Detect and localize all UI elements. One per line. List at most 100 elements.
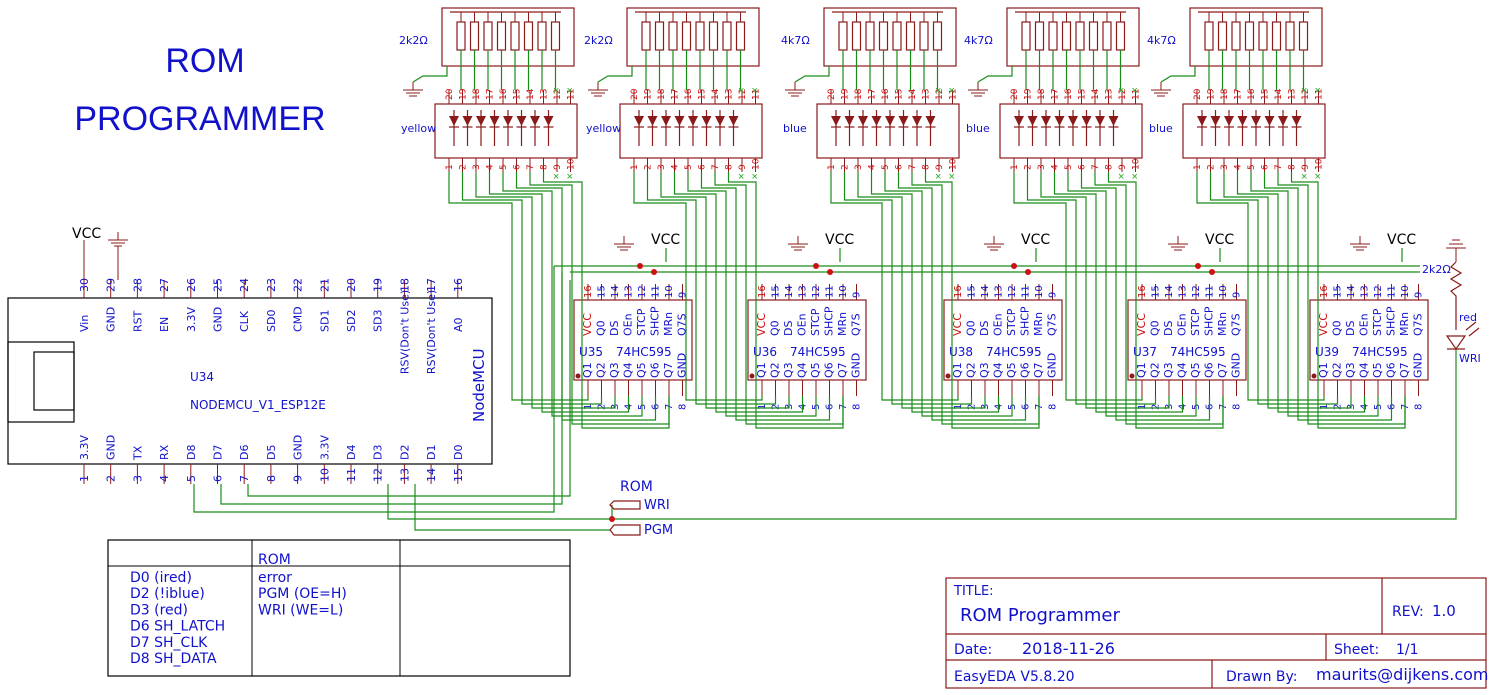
- led-pin-top: 14: [1274, 88, 1284, 100]
- ic-body: [943, 299, 1063, 381]
- led-pin-bottom: 3: [854, 164, 864, 170]
- led-bar: [816, 103, 960, 159]
- led-modules: 2k2Ωyellow201192183174165156147138129××1…: [399, 7, 1326, 183]
- ic-pin-name: DS: [1344, 321, 1357, 336]
- led-pin-bottom: 1: [1010, 164, 1020, 170]
- led-pin-bottom: 10: [1315, 158, 1325, 170]
- pgm-port: [609, 524, 641, 536]
- led-pin-bottom: 9: [553, 164, 563, 170]
- led-pin-top: 11: [1315, 89, 1325, 100]
- resistor-pack: [441, 7, 575, 67]
- ic-pin-name: Q0: [769, 320, 782, 336]
- resistor: [695, 21, 705, 51]
- led-pin-top: 12: [553, 89, 563, 100]
- ic-pin-name: STCP: [1005, 308, 1018, 336]
- ic-pin-name: Q7: [1216, 362, 1229, 378]
- led-color: yellow: [586, 122, 621, 135]
- ic-pin-name: Q1: [951, 362, 964, 378]
- ic-pin-name: Q5: [1371, 362, 1384, 378]
- mcu-pin-name: 3.3V: [185, 307, 198, 332]
- mcu-pin-name: D1: [425, 445, 438, 460]
- led-pin-bottom: 6: [895, 164, 905, 170]
- ic-pin-number: 16: [1137, 285, 1148, 298]
- ic-pin-number: 1: [757, 404, 768, 410]
- led-pin-top: 15: [1078, 89, 1088, 100]
- mcu-pin-number: 12: [372, 468, 385, 482]
- rev-value: 1.0: [1432, 602, 1456, 620]
- led-pin-top: 12: [738, 89, 748, 100]
- ic-pin-number: 1: [1319, 404, 1330, 410]
- led-module: 2k2Ωyellow201192183174165156147138129××1…: [584, 7, 763, 183]
- ic-pin-number: 14: [610, 285, 621, 298]
- mcu-pin-name: Vin: [78, 315, 91, 332]
- heading-line1: ROM: [165, 42, 244, 80]
- no-connect-mark: ×: [1118, 85, 1124, 97]
- led-pin-bottom: 6: [698, 164, 708, 170]
- ic-pin-number: 11: [1205, 285, 1216, 298]
- led-pin-top: 17: [486, 89, 496, 100]
- no-connect-mark: ×: [553, 85, 559, 97]
- ic-pin-number: 16: [953, 285, 964, 298]
- led-pin-bottom: 1: [1193, 164, 1203, 170]
- legend-left-item: D8 SH_DATA: [130, 651, 217, 667]
- ic-part: 74HC595: [1352, 345, 1408, 359]
- resistor: [456, 21, 466, 51]
- mcu-pin-name: SD0: [265, 310, 278, 332]
- led-pin-bottom: 10: [949, 158, 959, 170]
- resistor: [1204, 21, 1214, 51]
- ic-pin-number: 1: [1137, 404, 1148, 410]
- ic-pin-name: MRn: [836, 312, 849, 336]
- status-led: 2k2Ω red WRI: [1422, 239, 1481, 365]
- mcu-pin-number: 29: [105, 278, 118, 292]
- led-pin-top: 13: [1105, 89, 1115, 100]
- ic-pin-name: SHCP: [823, 306, 836, 336]
- ic-pin-name: Q2: [1149, 362, 1162, 378]
- ic-pin-name: GND: [850, 353, 863, 378]
- ic-pin-name: Q3: [1162, 362, 1175, 378]
- no-connect-mark: ×: [1315, 171, 1321, 183]
- ic-pin-name: DS: [782, 321, 795, 336]
- ic-pin-name: Q3: [978, 362, 991, 378]
- ic-pin-number: 12: [637, 285, 648, 298]
- resistor: [1088, 21, 1099, 51]
- resistor: [1115, 21, 1126, 51]
- led-pin-top: 19: [459, 88, 469, 100]
- led-pin-top: 14: [711, 88, 721, 100]
- ic-pin-name: SHCP: [649, 306, 662, 336]
- ic-pin-number: 9: [1414, 292, 1425, 298]
- led-pin-bottom: 4: [868, 164, 878, 170]
- vcc-label: VCC: [1387, 232, 1416, 248]
- tool-value: EasyEDA V5.8.20: [954, 669, 1075, 685]
- mcu-pin-number: 6: [212, 475, 225, 482]
- led-pin-bottom: 5: [1064, 164, 1074, 170]
- led-pin-bottom: 2: [1207, 164, 1217, 170]
- ic-part: 74HC595: [790, 345, 846, 359]
- led-pin-bottom: 7: [908, 164, 918, 170]
- led-pin-bottom: 4: [486, 164, 496, 170]
- no-connect-mark: ×: [752, 171, 758, 183]
- mcu-pin-number: 4: [158, 475, 171, 482]
- ic-pin-number: 8: [1232, 404, 1243, 410]
- mcu-pin-name: GND: [105, 435, 118, 460]
- vcc-label: VCC: [825, 232, 854, 248]
- rom-connectors: ROM WRI PGM: [609, 479, 673, 538]
- mcu-pin-number: 30: [78, 278, 91, 292]
- led-pin-bottom: 5: [1247, 164, 1257, 170]
- resistor: [878, 21, 889, 51]
- ic-pin-number: 2: [771, 404, 782, 410]
- ic-pin-name: Q6: [1019, 362, 1032, 378]
- led-color: blue: [966, 122, 990, 135]
- resistor-value: 4k7Ω: [964, 34, 993, 47]
- ic-pin-name: MRn: [662, 312, 675, 336]
- ic-pin-number: 11: [1021, 285, 1032, 298]
- legend-middle-item: WRI (WE=L): [258, 602, 343, 618]
- ic-pin-name: DS: [1162, 321, 1175, 336]
- resistor: [668, 21, 678, 51]
- mcu-pin-name: RST: [131, 310, 144, 332]
- ic-pin-name: Q1: [755, 362, 768, 378]
- resistor: [654, 21, 665, 51]
